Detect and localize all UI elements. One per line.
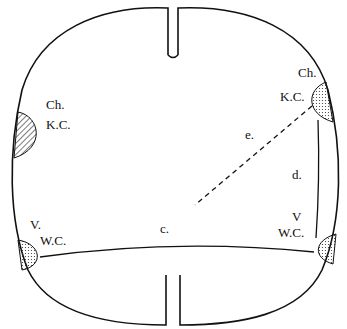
- line-letter: d.: [292, 168, 302, 182]
- centre-label: W.C.: [278, 226, 304, 240]
- area-label: V: [292, 210, 301, 224]
- line-letter: c.: [160, 222, 169, 236]
- area-label: V.: [30, 218, 41, 232]
- centre-label: K.C.: [46, 118, 71, 132]
- line-letter: e.: [245, 128, 254, 142]
- area-label: Ch.: [46, 98, 64, 112]
- area-label: Ch.: [298, 66, 316, 80]
- centre-label: K.C.: [280, 90, 305, 104]
- centre-label: W.C.: [40, 234, 66, 248]
